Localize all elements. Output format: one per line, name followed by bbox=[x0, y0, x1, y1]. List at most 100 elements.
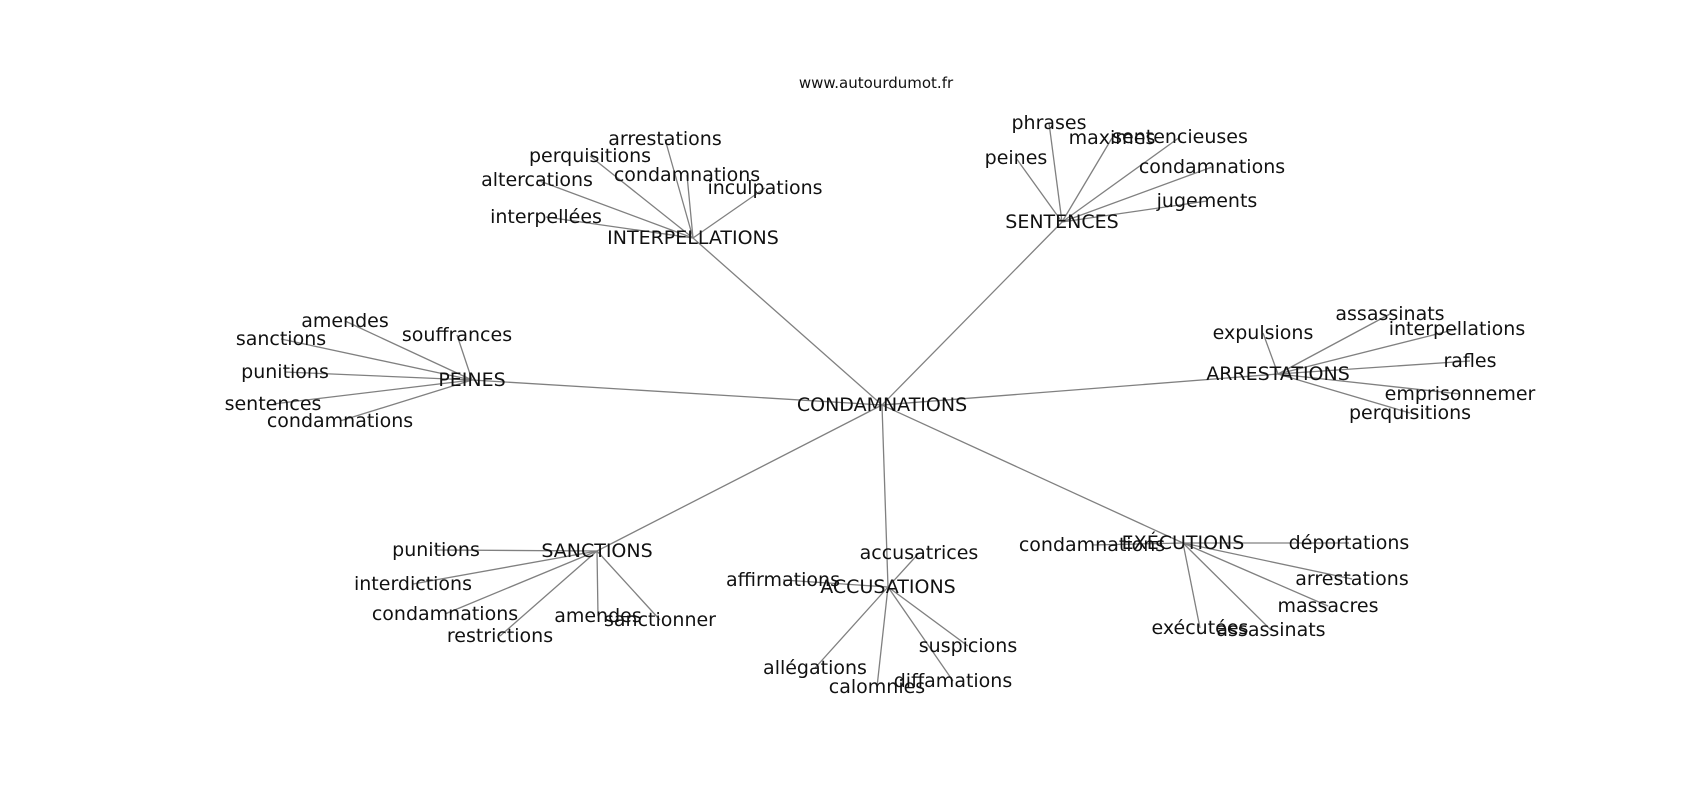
leaf-node-accusations-accusatrices: accusatrices bbox=[860, 542, 979, 564]
edge-center-executions bbox=[881, 404, 1184, 544]
leaf-node-accusations-diffamations: diffamations bbox=[894, 670, 1013, 692]
leaf-node-peines-condamnations: condamnations bbox=[267, 410, 413, 432]
leaf-node-executions-executees: exécutées bbox=[1152, 617, 1249, 639]
leaf-node-executions-massacres: massacres bbox=[1277, 595, 1378, 617]
center-node-label: CONDAMNATIONS bbox=[797, 394, 967, 416]
leaf-node-executions-condamnations: condamnations bbox=[1019, 534, 1165, 556]
leaf-node-arrestations-assassinats: assassinats bbox=[1335, 303, 1444, 325]
hub-node-sentences: SENTENCES bbox=[1005, 211, 1118, 233]
edge-sanctions-punitions bbox=[435, 549, 598, 552]
edge-peines-amendes bbox=[344, 320, 473, 381]
leaf-node-accusations-affirmations: affirmations bbox=[726, 569, 840, 591]
edge-sanctions-restrictions bbox=[499, 550, 598, 637]
edge-sentences-maximes bbox=[1061, 137, 1113, 223]
leaf-node-sanctions-punitions: punitions bbox=[392, 539, 480, 561]
edge-accusations-suspicions bbox=[887, 586, 969, 647]
source-url: www.autourdumot.fr bbox=[799, 74, 954, 92]
hub-node-executions: EXÉCUTIONS bbox=[1122, 531, 1245, 554]
edge-sanctions-amendes bbox=[596, 550, 599, 617]
leaf-node-peines-souffrances: souffrances bbox=[402, 324, 512, 346]
leaf-node-sanctions-restrictions: restrictions bbox=[447, 625, 553, 647]
leaf-node-sanctions-sanctionner: sanctionner bbox=[604, 609, 716, 631]
leaf-node-sentences-sentencieuses: sentencieuses bbox=[1112, 126, 1248, 148]
leaf-node-accusations-calomnies: calomnies bbox=[829, 676, 925, 698]
edge-sanctions-sanctionner bbox=[596, 550, 661, 621]
leaf-node-accusations-suspicions: suspicions bbox=[919, 635, 1017, 657]
edge-center-arrestations bbox=[881, 373, 1279, 406]
edge-sanctions-condamnations bbox=[444, 550, 598, 615]
leaf-node-arrestations-perquisitions: perquisitions bbox=[1349, 402, 1471, 424]
edge-arrestations-rafles bbox=[1277, 360, 1471, 375]
leaf-node-interpellations-condamnations: condamnations bbox=[614, 164, 760, 186]
leaf-node-accusations-allegations: allégations bbox=[763, 657, 867, 679]
edge-interpellations-inculpations bbox=[692, 187, 766, 239]
edge-arrestations-assassinats bbox=[1277, 313, 1391, 375]
edge-sentences-jugements bbox=[1061, 200, 1208, 223]
edge-interpellations-altercations bbox=[536, 179, 694, 239]
edge-arrestations-emprisonnemer bbox=[1277, 373, 1461, 395]
edge-executions-massacres bbox=[1182, 542, 1329, 607]
edge-interpellations-perquisitions bbox=[589, 155, 694, 239]
hub-node-peines: PEINES bbox=[438, 369, 505, 391]
hub-node-accusations: ACCUSATIONS bbox=[820, 576, 955, 598]
leaf-node-executions-assassinats: assassinats bbox=[1216, 619, 1325, 641]
leaf-node-sentences-phrases: phrases bbox=[1011, 112, 1086, 134]
edge-peines-punitions bbox=[284, 371, 473, 381]
edge-interpellations-arrestations bbox=[664, 138, 694, 239]
edges-layer bbox=[272, 122, 1471, 688]
hub-node-sanctions: SANCTIONS bbox=[541, 540, 652, 562]
leaf-node-peines-sanctions: sanctions bbox=[236, 328, 326, 350]
edge-sentences-sentencieuses bbox=[1061, 136, 1181, 223]
edge-interpellations-condamnations bbox=[686, 174, 694, 239]
edge-accusations-diffamations bbox=[887, 586, 954, 682]
edge-center-interpellations bbox=[692, 237, 883, 406]
hub-node-interpellations: INTERPELLATIONS bbox=[607, 227, 779, 249]
leaf-node-interpellations-arrestations: arrestations bbox=[608, 128, 722, 150]
leaf-node-arrestations-emprisonnemer: emprisonnemer bbox=[1385, 383, 1536, 405]
edge-accusations-allegations bbox=[814, 586, 889, 669]
labels-layer: CONDAMNATIONS INTERPELLATIONS arrestations… bbox=[225, 112, 1536, 698]
edge-sentences-peines bbox=[1015, 157, 1063, 223]
leaf-node-interpellations-interpellees: interpellées bbox=[490, 206, 602, 228]
edge-peines-souffrances bbox=[456, 334, 473, 381]
edge-sanctions-interdictions bbox=[412, 550, 598, 585]
edge-peines-sentences bbox=[272, 379, 473, 405]
leaf-node-interpellations-perquisitions: perquisitions bbox=[529, 145, 651, 167]
edge-arrestations-interpellations bbox=[1277, 328, 1458, 375]
edge-center-accusations bbox=[881, 404, 889, 588]
leaf-node-peines-amendes: amendes bbox=[301, 310, 389, 332]
leaf-node-interpellations-inculpations: inculpations bbox=[707, 177, 822, 199]
hub-node-arrestations: ARRESTATIONS bbox=[1206, 363, 1350, 385]
leaf-node-arrestations-interpellations: interpellations bbox=[1389, 318, 1526, 340]
edge-executions-assassinats bbox=[1182, 542, 1272, 631]
leaf-node-executions-arrestations: arrestations bbox=[1295, 568, 1409, 590]
leaf-node-sentences-peines: peines bbox=[985, 147, 1048, 169]
edge-sentences-phrases bbox=[1048, 122, 1063, 223]
edge-center-sanctions bbox=[596, 404, 883, 552]
leaf-node-executions-deportations: déportations bbox=[1289, 532, 1410, 554]
edge-accusations-calomnies bbox=[876, 586, 889, 688]
leaf-node-sentences-jugements: jugements bbox=[1156, 190, 1258, 212]
leaf-node-sanctions-interdictions: interdictions bbox=[354, 573, 472, 595]
edge-center-sentences bbox=[881, 221, 1063, 406]
edge-peines-condamnations bbox=[339, 379, 473, 422]
edge-sentences-condamnations bbox=[1061, 166, 1213, 223]
leaf-node-arrestations-rafles: rafles bbox=[1443, 350, 1496, 372]
edge-arrestations-perquisitions bbox=[1277, 373, 1411, 414]
edge-executions-arrestations bbox=[1182, 542, 1353, 580]
edge-accusations-affirmations bbox=[782, 579, 889, 588]
edge-accusations-accusatrices bbox=[887, 552, 920, 588]
edge-arrestations-expulsions bbox=[1262, 332, 1279, 375]
leaf-node-arrestations-expulsions: expulsions bbox=[1213, 322, 1314, 344]
leaf-node-sentences-maximes: maximes bbox=[1069, 127, 1156, 149]
edge-interpellations-interpellees bbox=[545, 216, 694, 239]
edge-executions-condamnations bbox=[1091, 542, 1184, 546]
edge-center-peines bbox=[471, 379, 883, 406]
leaf-node-sanctions-amendes: amendes bbox=[554, 605, 642, 627]
edge-peines-sanctions bbox=[280, 338, 473, 381]
edge-executions-executees bbox=[1182, 542, 1201, 629]
leaf-node-sentences-condamnations: condamnations bbox=[1139, 156, 1285, 178]
leaf-node-sanctions-condamnations: condamnations bbox=[372, 603, 518, 625]
leaf-node-peines-sentences: sentences bbox=[225, 393, 322, 415]
